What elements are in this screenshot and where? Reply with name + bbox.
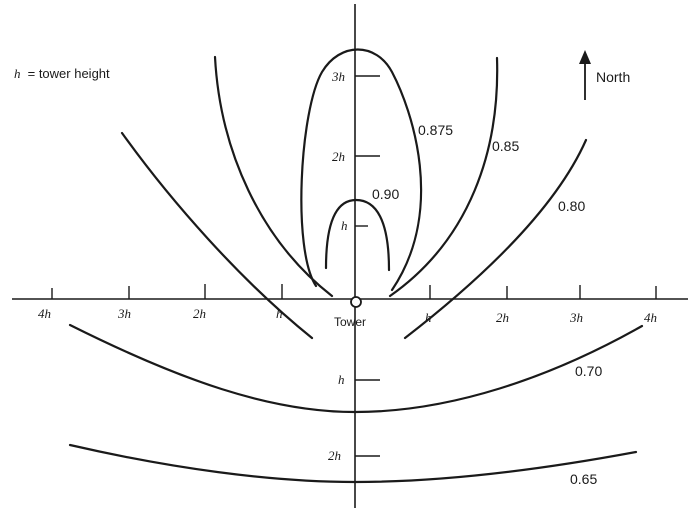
y-tick-label: 2h (328, 448, 341, 463)
contour-0.80-left (120, 131, 314, 340)
north-label: North (596, 69, 630, 85)
contour-label: 0.65 (570, 471, 597, 487)
contour-0.80-right (403, 138, 588, 340)
contour-label: 0.875 (418, 122, 453, 138)
x-tick-label: 4h (38, 306, 51, 321)
y-tick-label: h (338, 372, 345, 387)
north-arrow-icon (579, 50, 591, 100)
x-tick-label: h (276, 306, 283, 321)
x-tick-label: 2h (193, 306, 206, 321)
contour-0.85-right (388, 56, 499, 298)
contour-label: 0.70 (575, 363, 602, 379)
contour-label: 0.85 (492, 138, 519, 154)
legend-symbol: h (14, 66, 21, 81)
contour-0.90 (324, 198, 391, 272)
contour-0.875 (300, 48, 423, 292)
y-tick-label: 2h (332, 149, 345, 164)
x-tick-label: 4h (644, 310, 657, 325)
y-tick-label: h (341, 218, 348, 233)
contour-0.85-left (213, 55, 334, 298)
legend-text: = tower height (24, 66, 110, 81)
x-tick-label: 3h (117, 306, 131, 321)
y-tick-label: 3h (331, 69, 345, 84)
contour-0.70 (68, 323, 644, 414)
tower-marker (350, 296, 362, 308)
contour-label: 0.80 (558, 198, 585, 214)
contour-0.65 (68, 443, 638, 484)
x-tick-label: 2h (496, 310, 509, 325)
x-tick-label: h (425, 310, 432, 325)
tower-label: Tower (334, 315, 366, 329)
x-tick-label: 3h (569, 310, 583, 325)
contour-label: 0.90 (372, 186, 399, 202)
